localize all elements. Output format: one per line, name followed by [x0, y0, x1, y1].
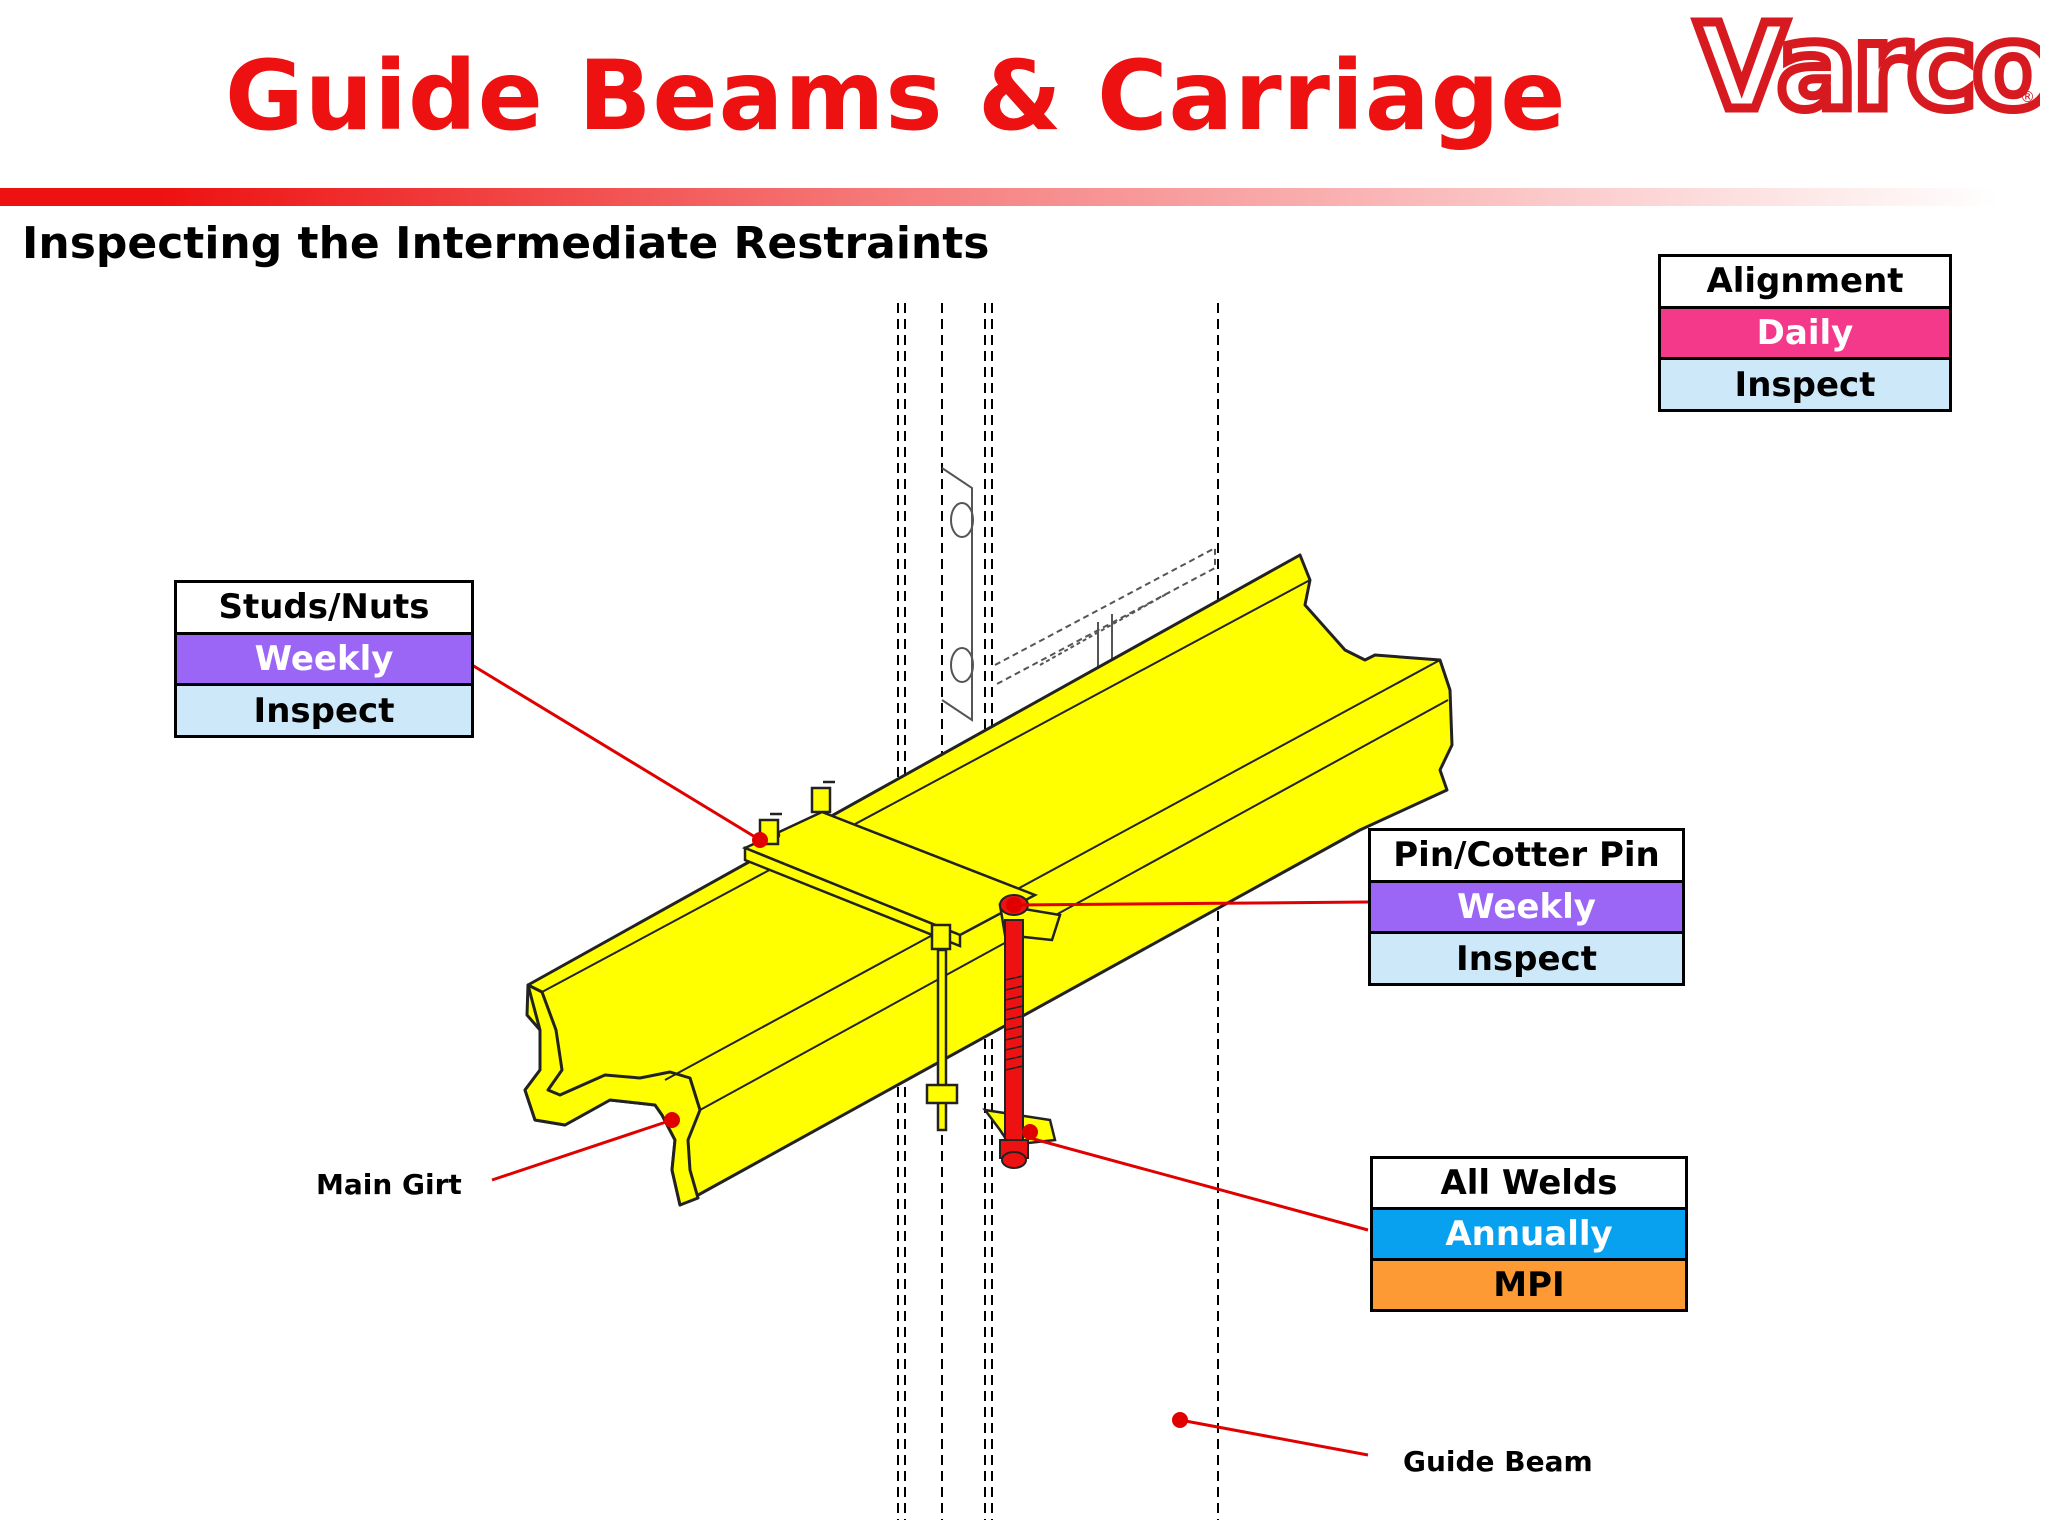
section-subtitle: Inspecting the Intermediate Restraints	[22, 218, 990, 269]
callout-method: Inspect	[177, 683, 471, 736]
restraint-plate	[741, 810, 1038, 948]
leader-guide-beam	[1179, 1418, 1369, 1457]
dot-studs-nuts	[752, 832, 768, 848]
leader-all-welds	[1029, 1136, 1369, 1232]
callout-all-welds: All Welds Annually MPI	[1370, 1156, 1688, 1312]
logo-text: Varco	[1696, 8, 2040, 128]
studs-and-nuts	[758, 780, 959, 1132]
dot-main-girt	[664, 1112, 680, 1128]
callout-method: Inspect	[1371, 931, 1682, 984]
callout-frequency: Daily	[1661, 305, 1949, 358]
dot-guide-beam	[1172, 1412, 1188, 1428]
callout-frequency: Weekly	[177, 631, 471, 684]
label-main-girt: Main Girt	[316, 1168, 462, 1201]
callout-frequency: Annually	[1373, 1207, 1685, 1258]
callout-method: Inspect	[1661, 357, 1949, 410]
callout-part: Alignment	[1661, 257, 1949, 306]
callout-method: MPI	[1373, 1258, 1685, 1309]
varco-logo: Varco	[1692, 8, 2041, 128]
logo-registered-mark: ®	[2020, 88, 2035, 106]
dot-pin-cotter	[1006, 897, 1022, 913]
dot-all-welds	[1022, 1124, 1038, 1140]
callout-dots	[664, 832, 1188, 1428]
callout-alignment: Alignment Daily Inspect	[1658, 254, 1952, 412]
callout-part: All Welds	[1373, 1159, 1685, 1207]
leader-pin-cotter	[1013, 900, 1369, 907]
callout-studs-nuts: Studs/Nuts Weekly Inspect	[174, 580, 474, 738]
pin-thread	[1004, 975, 1024, 1071]
callout-frequency: Weekly	[1371, 879, 1682, 932]
label-guide-beam: Guide Beam	[1403, 1445, 1593, 1478]
leader-main-girt	[491, 1118, 673, 1182]
leader-studs-nuts	[471, 663, 761, 842]
callout-part: Studs/Nuts	[177, 583, 471, 632]
leader-lines	[471, 663, 1369, 1457]
callout-pin-cotter-pin: Pin/Cotter Pin Weekly Inspect	[1368, 828, 1685, 986]
page-title: Guide Beams & Carriage	[225, 40, 1567, 152]
title-divider	[0, 188, 2000, 206]
callout-part: Pin/Cotter Pin	[1371, 831, 1682, 880]
